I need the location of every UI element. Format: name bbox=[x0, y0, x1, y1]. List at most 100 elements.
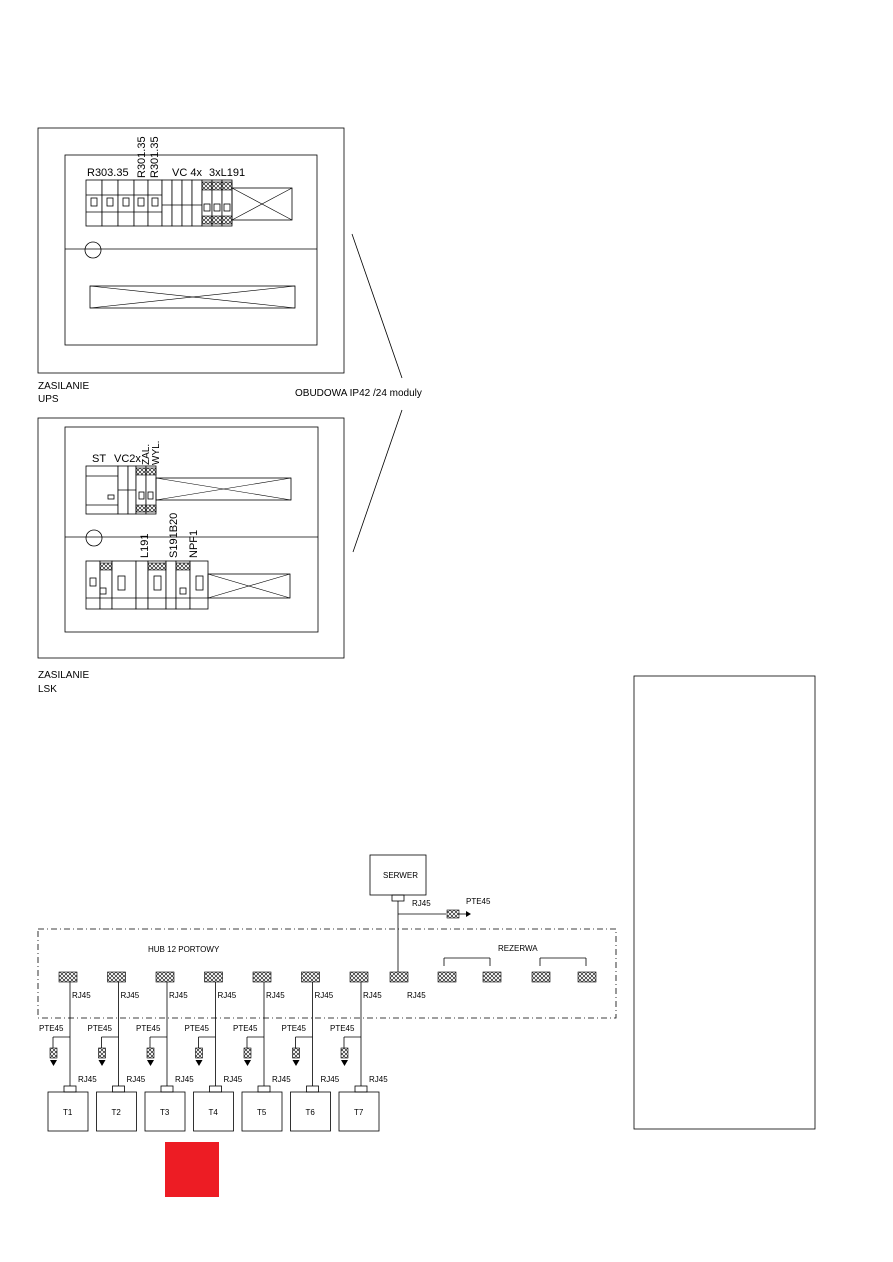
terminal-box bbox=[193, 1091, 234, 1132]
socket-arrow-icon bbox=[147, 1060, 154, 1066]
socket-arrow-icon bbox=[244, 1060, 251, 1066]
ups-blank-cover-bottom bbox=[89, 285, 296, 309]
rj45-label: RJ45 bbox=[369, 1075, 388, 1084]
socket-arrow-icon bbox=[195, 1060, 203, 1066]
socket-arrow-icon bbox=[50, 1060, 57, 1066]
server-label: SERWER bbox=[383, 871, 418, 880]
label-r303: R303.35 bbox=[87, 167, 129, 179]
rj45-label: RJ45 bbox=[121, 991, 140, 1000]
terminal-box bbox=[241, 1091, 283, 1132]
pte45-socket bbox=[243, 1047, 252, 1059]
label-wyl: WYL. bbox=[151, 441, 162, 465]
pte45-label: PTE45 bbox=[88, 1024, 113, 1033]
hub-label: HUB 12 PORTOWY bbox=[148, 945, 220, 954]
terminal-box bbox=[290, 1091, 331, 1132]
hub-port bbox=[349, 971, 369, 983]
lsk-inner-frame bbox=[64, 426, 319, 633]
terminal-port bbox=[354, 1085, 368, 1093]
rj45-label: RJ45 bbox=[175, 1075, 194, 1084]
hub-port bbox=[58, 971, 78, 983]
terminal-port bbox=[257, 1085, 271, 1093]
hub-port bbox=[155, 971, 175, 983]
label-zal: ZAL. bbox=[141, 444, 152, 465]
ups-breaker-r303 bbox=[85, 179, 135, 227]
pte45-label: PTE45 bbox=[136, 1024, 161, 1033]
pte45-label: PTE45 bbox=[330, 1024, 355, 1033]
lsk-caption-line2: LSK bbox=[38, 684, 57, 695]
ups-breaker-r301 bbox=[133, 179, 163, 227]
terminal-port bbox=[63, 1085, 77, 1093]
pte45-label: PTE45 bbox=[39, 1024, 64, 1033]
lsk-lock-circle bbox=[85, 529, 103, 547]
pte45-socket bbox=[292, 1047, 300, 1059]
terminal-box bbox=[47, 1091, 89, 1132]
hub-boundary bbox=[37, 928, 617, 1019]
network-diagram: SERWER RJ45 PTE45 HUB 12 PORTOWY REZERWA… bbox=[37, 854, 617, 1132]
lsk-st-device bbox=[85, 465, 119, 515]
rj45-label: RJ45 bbox=[321, 1075, 340, 1084]
rj45-label: RJ45 bbox=[363, 991, 382, 1000]
rj45-label: RJ45 bbox=[272, 1075, 291, 1084]
pte45-socket bbox=[98, 1047, 106, 1059]
ups-outer-frame bbox=[37, 127, 345, 374]
hub-port bbox=[204, 971, 223, 983]
terminal-box bbox=[338, 1091, 380, 1132]
pte45-label: PTE45 bbox=[185, 1024, 210, 1033]
pte45-label: PTE45 bbox=[233, 1024, 258, 1033]
lsk-outer-frame bbox=[37, 417, 345, 659]
lsk-switch-zal-wyl bbox=[135, 465, 157, 515]
rj45-label: RJ45 bbox=[127, 1075, 146, 1084]
reserve-ports bbox=[437, 957, 597, 983]
terminal-label: T1 bbox=[63, 1108, 73, 1117]
lsk-panel: ST VC2x ZAL. WYL. L191 S191B20 NPF1 ZASI… bbox=[37, 417, 345, 695]
hub-port bbox=[107, 971, 126, 983]
socket-arrow-icon bbox=[341, 1060, 348, 1066]
cabinet-label: OBUDOWA IP42 /24 moduly bbox=[295, 388, 422, 399]
rj45-label: RJ45 bbox=[266, 991, 285, 1000]
pte45-label: PTE45 bbox=[282, 1024, 307, 1033]
label-npf1: NPF1 bbox=[188, 530, 200, 558]
terminal-label: T3 bbox=[160, 1108, 170, 1117]
server-port bbox=[391, 894, 405, 902]
lsk-caption-line1: ZASILANIE bbox=[38, 670, 89, 681]
pte45-socket bbox=[49, 1047, 58, 1059]
terminal-label: T5 bbox=[257, 1108, 267, 1117]
pte45-socket bbox=[340, 1047, 349, 1059]
socket-arrow-icon bbox=[292, 1060, 300, 1066]
rj45-label: RJ45 bbox=[224, 1075, 243, 1084]
label-r301-a: R301.35 bbox=[136, 136, 148, 178]
label-3xl191: 3xL191 bbox=[209, 167, 245, 179]
red-accent-square bbox=[165, 1142, 219, 1197]
rj45-label: RJ45 bbox=[218, 991, 237, 1000]
terminal-port bbox=[112, 1085, 125, 1093]
cabinet-leader-lines bbox=[351, 233, 403, 553]
server-rj45-label: RJ45 bbox=[412, 899, 431, 908]
hub-port-server-label: RJ45 bbox=[407, 991, 426, 1000]
lsk-blank-cover-top bbox=[155, 477, 292, 501]
ups-panel: R303.35 R301.35 R301.35 VC 4x 3xL191 ZAS… bbox=[37, 127, 345, 405]
hub-port bbox=[252, 971, 272, 983]
label-r301-b: R301.35 bbox=[149, 136, 161, 178]
ups-l191 bbox=[201, 179, 233, 227]
terminal-box bbox=[144, 1091, 186, 1132]
pte45-socket bbox=[146, 1047, 155, 1059]
terminal-group: RJ45PTE45RJ45T1RJ45PTE45RJ45T2RJ45PTE45R… bbox=[39, 971, 388, 1132]
terminal-port bbox=[160, 1085, 174, 1093]
label-vc4x: VC 4x bbox=[172, 167, 202, 179]
terminal-box bbox=[96, 1091, 137, 1132]
server-socket bbox=[446, 909, 460, 919]
ups-blank-cover-top bbox=[231, 187, 293, 221]
terminal-label: T7 bbox=[354, 1108, 364, 1117]
hub-port-server bbox=[389, 971, 409, 983]
label-st: ST bbox=[92, 453, 106, 465]
terminal-port bbox=[209, 1085, 222, 1093]
rj45-label: RJ45 bbox=[169, 991, 188, 1000]
ups-inner-frame bbox=[64, 154, 318, 346]
ups-caption-line1: ZASILANIE bbox=[38, 381, 89, 392]
hub-port bbox=[301, 971, 320, 983]
ups-lock-circle bbox=[84, 241, 102, 259]
side-frame bbox=[633, 675, 816, 1130]
lsk-blank-cover-bottom bbox=[207, 573, 291, 599]
ups-caption-line2: UPS bbox=[38, 394, 59, 405]
